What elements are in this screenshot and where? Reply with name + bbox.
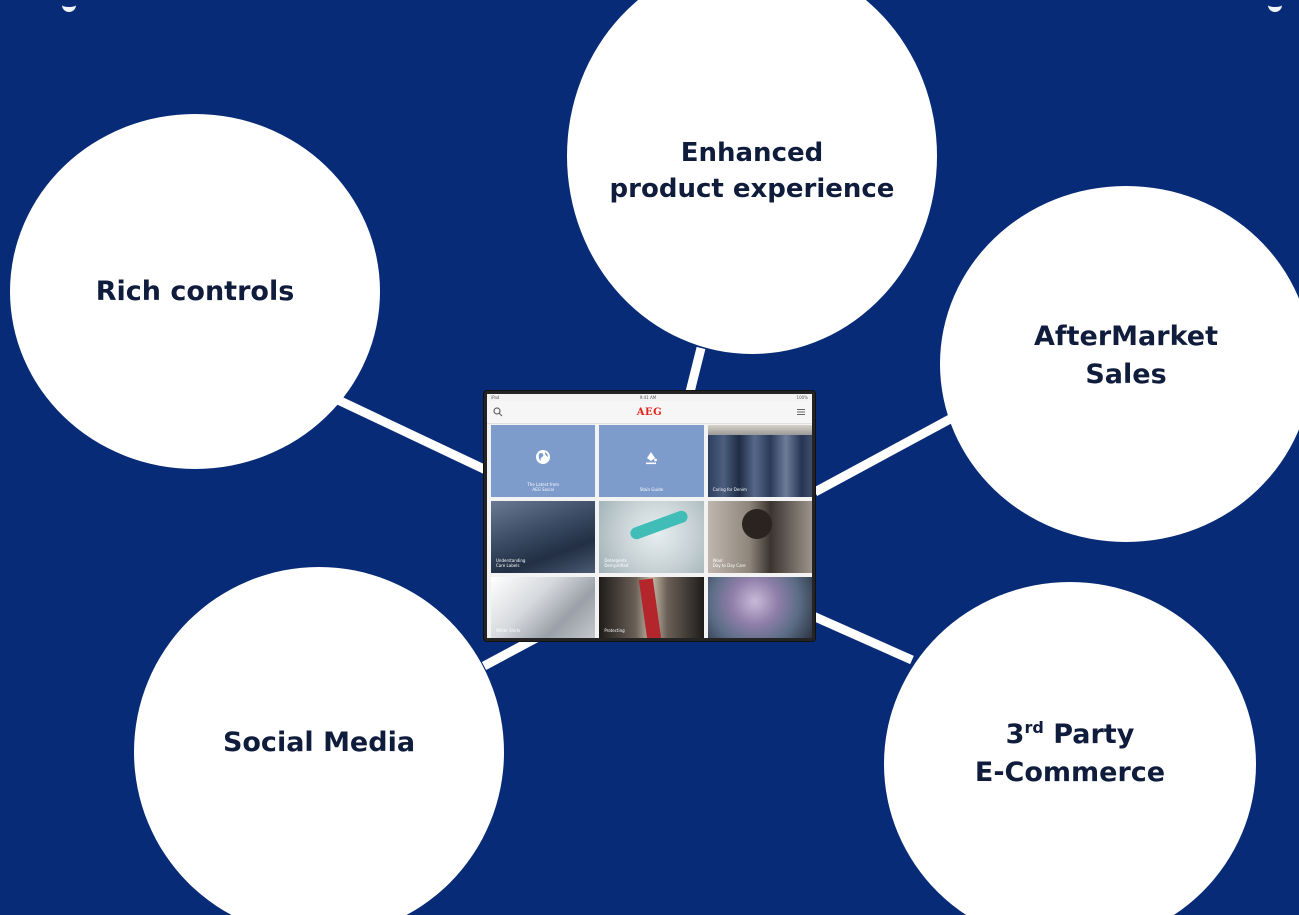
hamburger-menu-icon[interactable] xyxy=(795,406,807,418)
tablet-screenshot: iPad 9:41 AM 100% AEG xyxy=(484,391,815,641)
connector-rich-controls xyxy=(334,394,488,475)
tile-label: Caring for Denim xyxy=(712,487,747,492)
detergent-ribbon xyxy=(629,509,690,541)
stain-drop-icon xyxy=(646,452,658,465)
woman-photo xyxy=(741,509,772,539)
bubble-label: 3rd Party E-Commerce xyxy=(975,709,1165,792)
label-line: AfterMarket xyxy=(1033,321,1219,352)
bubble-rich-controls: Rich controls xyxy=(10,114,380,469)
tile-white-shirts[interactable]: White Shirts xyxy=(491,577,596,638)
status-bar: iPad 9:41 AM 100% xyxy=(487,394,812,401)
heading-fragment xyxy=(1268,0,1282,12)
label-line: Rich controls xyxy=(95,276,295,307)
tile-washer-drum[interactable] xyxy=(707,577,812,638)
label-line: Sales xyxy=(1085,359,1167,390)
label-fragment: 3 xyxy=(1005,718,1025,750)
tile-label: White Shirts xyxy=(496,628,521,633)
bubble-label: Rich controls xyxy=(96,276,295,307)
search-icon[interactable] xyxy=(492,406,504,418)
aeg-logo: AEG xyxy=(636,406,663,418)
tile-care-labels[interactable]: Understanding Care Labels xyxy=(491,501,596,573)
connector-social-media xyxy=(481,632,543,670)
tile-protecting[interactable]: Protecting xyxy=(599,577,704,638)
tile-caring-for-denim[interactable]: Caring for Denim xyxy=(707,425,812,497)
content-tile-grid: The Latest from AEG Social Stain Guide C… xyxy=(491,425,812,638)
bubble-label: AfterMarket Sales xyxy=(1034,318,1218,394)
tile-stain-guide[interactable]: Stain Guide xyxy=(599,425,704,497)
tile-label: Stain Guide xyxy=(639,487,664,492)
tile-aeg-social[interactable]: The Latest from AEG Social xyxy=(491,425,596,497)
bubble-social-media: Social Media xyxy=(134,567,504,915)
status-time: 9:41 AM xyxy=(639,395,657,400)
tile-detergents[interactable]: Detergents Demystified xyxy=(599,501,704,573)
bubble-enhanced-product-experience: Enhanced product experience xyxy=(567,0,937,354)
connector-enhanced xyxy=(685,346,706,394)
tile-label: Wool: Day to Day Care xyxy=(712,558,746,568)
tablet-app-screen: iPad 9:41 AM 100% AEG xyxy=(487,394,812,638)
label-line: product experience xyxy=(609,174,895,204)
label-line: Enhanced xyxy=(680,138,824,168)
clothes-rail xyxy=(707,425,812,435)
tile-label: Understanding Care Labels xyxy=(496,558,526,568)
app-header: AEG xyxy=(487,401,812,424)
label-line: Social Media xyxy=(222,726,416,758)
heading-fragment xyxy=(62,0,76,12)
tile-label: Protecting xyxy=(604,628,625,633)
tile-label: The Latest from AEG Social xyxy=(527,482,559,492)
status-battery: 100% xyxy=(796,395,808,400)
bubble-label: Enhanced product experience xyxy=(610,135,895,207)
connector-aftermarket xyxy=(812,414,955,496)
globe-icon xyxy=(536,450,551,464)
label-line: 3rd Party xyxy=(975,709,1165,754)
bubble-aftermarket-sales: AfterMarket Sales xyxy=(940,186,1299,542)
status-device: iPad xyxy=(491,395,500,400)
connector-ecommerce xyxy=(811,611,914,665)
label-fragment: Party xyxy=(1043,718,1135,750)
tile-label: Detergents Demystified xyxy=(604,558,629,568)
label-line: E-Commerce xyxy=(974,756,1166,788)
ordinal-superscript: rd xyxy=(1024,717,1044,737)
bubble-label: Social Media xyxy=(223,727,415,758)
tile-wool-care[interactable]: Wool: Day to Day Care xyxy=(707,501,812,573)
bubble-3rd-party-ecommerce: 3rd Party E-Commerce xyxy=(884,582,1256,915)
